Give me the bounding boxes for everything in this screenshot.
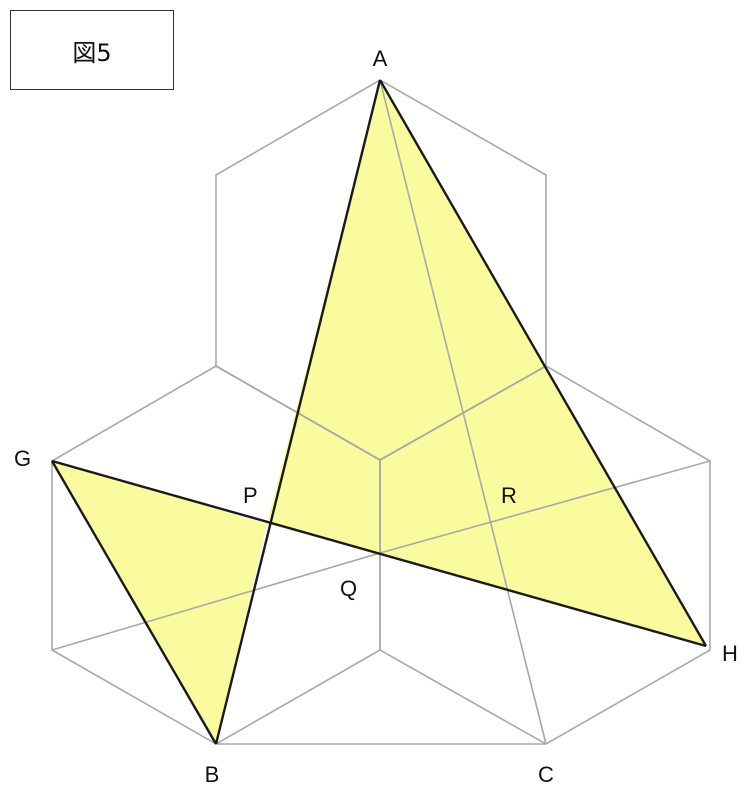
point-label-b: B xyxy=(205,762,220,787)
point-label-h: H xyxy=(722,641,738,666)
shaded-triangle-left xyxy=(52,461,267,744)
point-label-q: Q xyxy=(340,576,357,601)
segment-q-right xyxy=(379,460,711,554)
segment-ah xyxy=(378,79,708,647)
segment-a-c xyxy=(379,79,547,745)
point-label-a: A xyxy=(373,46,388,71)
segment-gb xyxy=(50,460,218,745)
segment-q-left xyxy=(51,552,381,651)
point-label-r: R xyxy=(501,483,517,508)
segment-ab xyxy=(214,79,382,745)
point-label-c: C xyxy=(538,762,554,787)
point-label-p: P xyxy=(243,483,258,508)
point-label-g: G xyxy=(14,446,31,471)
segment-gh xyxy=(51,459,707,648)
grid-lines xyxy=(51,79,711,745)
shaded-triangle-main xyxy=(267,80,706,646)
figure-caption: 図5 xyxy=(72,38,112,67)
segment-center-up xyxy=(379,365,547,461)
figure-caption-box: 図5 xyxy=(10,10,174,90)
outline-lines xyxy=(50,79,708,745)
